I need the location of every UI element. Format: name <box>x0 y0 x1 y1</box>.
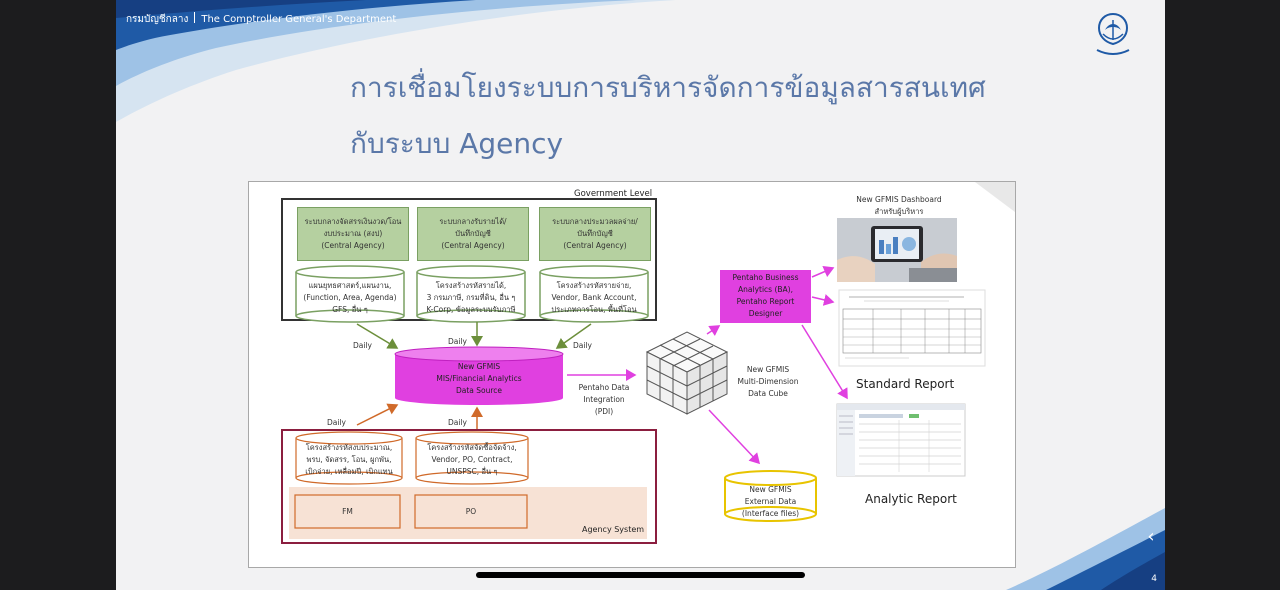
dashboard-caption: New GFMIS Dashboard สำหรับผู้บริหาร <box>847 194 951 218</box>
gov-cylinder-1-line3: GFS, อื่น ๆ <box>332 305 368 314</box>
gov-cylinder-3-line3: ประเภทการโอน, พื้นที่โอน <box>551 305 637 314</box>
header-decoration <box>116 0 1165 590</box>
gov-cylinder-1-text: แผนยุทธศาสตร์,แผนงาน, (Function, Area, A… <box>296 280 404 316</box>
gov-cylinder-2-line2: 3 กรมภาษี, กรมที่ดิน, อื่น ๆ <box>426 293 516 302</box>
data-cube-icon <box>645 331 729 415</box>
gov-cylinder-2-line1: โครงสร้างรหัสรายได้, <box>435 281 507 290</box>
agency-cylinder-2-line2: Vendor, PO, Contract, <box>431 455 513 464</box>
gov-cylinder-1 <box>295 265 405 323</box>
agency-system-label: Agency System <box>582 525 645 534</box>
data-cube-label: New GFMIS Multi-Dimension Data Cube <box>735 364 801 400</box>
data-cube-label-line1: New GFMIS <box>746 365 790 374</box>
architecture-diagram: Government Level ระบบกลางจัดสรรเงินงวด/โ… <box>248 181 1016 568</box>
dashboard-caption-line1: New GFMIS Dashboard <box>856 195 942 204</box>
central-system-2-line3: (Central Agency) <box>441 241 505 250</box>
gfmis-source-line2: MIS/Financial Analytics <box>436 374 522 383</box>
gov-cylinder-3-text: โครงสร้างรหัสรายจ่าย, Vendor, Bank Accou… <box>540 280 648 316</box>
central-system-3-line2: บันทึกบัญชี <box>577 229 613 238</box>
gov-cylinder-3-line1: โครงสร้างรหัสรายจ่าย, <box>556 281 632 290</box>
dashboard-tablet-image <box>837 218 957 282</box>
gov-cylinder-2-text: โครงสร้างรหัสรายได้, 3 กรมภาษี, กรมที่ดิ… <box>417 280 525 316</box>
department-logo-icon <box>1096 12 1130 55</box>
gov-cylinder-2-line3: K-Corp, ข้อมูลระบบรับภาษี <box>426 305 516 314</box>
slide-title-line2: กับระบบ Agency <box>350 127 564 160</box>
daily-label-3: Daily <box>573 341 592 350</box>
department-header: กรมบัญชีกลาง The Comptroller General's De… <box>126 12 396 27</box>
fm-module-label: FM <box>342 507 353 516</box>
central-system-3-line1: ระบบกลางประมวลผลจ่าย/ <box>552 217 638 226</box>
standard-report-label: Standard Report <box>856 377 955 391</box>
pentaho-ba-line4: Designer <box>748 309 783 318</box>
agency-cylinder-2-line3: UNSPSC, อื่น ๆ <box>446 467 498 476</box>
agency-cylinder-1-line1: โครงสร้างรหัสงบประมาณ, <box>305 443 393 452</box>
agency-cylinder-1 <box>295 431 403 485</box>
po-module-box <box>414 494 528 529</box>
central-system-2-line1: ระบบกลางรับรายได้/ <box>439 217 507 226</box>
agency-cylinder-1-line2: พรบ, จัดสรร, โอน, ผูกพัน, <box>306 455 392 464</box>
gov-cylinder-1-line1: แผนยุทธศาสตร์,แผนงาน, <box>308 281 392 290</box>
collapse-chevron-left-icon[interactable]: ‹ <box>1147 526 1155 547</box>
gov-cylinder-3-line2: Vendor, Bank Account, <box>551 293 637 302</box>
gfmis-source-line3: Data Source <box>455 386 503 395</box>
gfmis-source-text: New GFMIS MIS/Financial Analytics Data S… <box>395 361 563 397</box>
data-cube-label-line2: Multi-Dimension <box>737 377 799 386</box>
gov-cylinder-1-line2: (Function, Area, Agenda) <box>303 293 397 302</box>
department-name-thai: กรมบัญชีกลาง <box>126 14 189 25</box>
pentaho-ba-line2: Analytics (BA), <box>738 285 793 294</box>
central-system-2-box: ระบบกลางรับรายได้/ บันทึกบัญชี (Central … <box>417 207 529 261</box>
analytic-report-label: Analytic Report <box>865 492 957 506</box>
agency-cylinder-2-text: โครงสร้างรหัสจัดซื้อจัดจ้าง, Vendor, PO,… <box>416 442 528 478</box>
central-system-1-line1: ระบบกลางจัดสรรเงินงวด/โอน <box>304 217 402 226</box>
pdi-line1: Pentaho Data <box>578 383 630 392</box>
agency-cylinder-1-text: โครงสร้างรหัสงบประมาณ, พรบ, จัดสรร, โอน,… <box>296 442 402 478</box>
daily-label-5: Daily <box>448 418 467 427</box>
central-system-2-line2: บันทึกบัญชี <box>455 229 491 238</box>
header-separator <box>194 12 196 23</box>
department-name-english: The Comptroller General's Department <box>201 14 397 25</box>
po-module-label: PO <box>465 507 477 516</box>
central-system-1-box: ระบบกลางจัดสรรเงินงวด/โอน งบประมาณ (สงป)… <box>297 207 409 261</box>
external-data-cylinder <box>724 470 817 522</box>
data-cube-label-line3: Data Cube <box>748 389 788 398</box>
analytic-report-screenshot-image <box>836 403 966 477</box>
external-data-line3: (Interface files) <box>741 509 800 518</box>
pentaho-ba-box <box>720 270 811 323</box>
slide-title-line1: การเชื่อมโยงระบบการบริหารจัดการข้อมูลสาร… <box>350 71 986 104</box>
daily-label-4: Daily <box>327 418 346 427</box>
pdi-label: Pentaho Data Integration (PDI) <box>574 382 634 418</box>
agency-cylinder-2-line1: โครงสร้างรหัสจัดซื้อจัดจ้าง, <box>427 443 517 452</box>
gfmis-source-cylinder <box>394 346 564 405</box>
standard-report-table-image <box>838 289 986 367</box>
fm-module-box <box>294 494 401 529</box>
pentaho-ba-text: Pentaho Business Analytics (BA), Pentaho… <box>720 272 811 320</box>
external-data-line1: New GFMIS <box>749 485 792 494</box>
agency-system-frame <box>281 429 657 544</box>
central-system-3-line3: (Central Agency) <box>563 241 627 250</box>
agency-cylinder-1-line3: เบิกจ่าย, เหลื่อมปี, เบิกแทน <box>305 467 393 476</box>
central-system-1-line2: งบประมาณ (สงป) <box>323 229 383 238</box>
slide: กรมบัญชีกลาง The Comptroller General's De… <box>116 0 1165 590</box>
diagram-graphics <box>281 182 1015 544</box>
agency-modules-area <box>289 487 647 539</box>
external-data-text: New GFMIS External Data (Interface files… <box>725 484 816 520</box>
daily-label-2: Daily <box>448 337 467 346</box>
slide-page-number: 4 <box>1151 574 1157 584</box>
central-system-1-line3: (Central Agency) <box>321 241 385 250</box>
central-system-3-box: ระบบกลางประมวลผลจ่าย/ บันทึกบัญชี (Centr… <box>539 207 651 261</box>
gov-cylinder-3 <box>539 265 649 323</box>
government-level-label: Government Level <box>574 189 653 199</box>
pentaho-ba-line1: Pentaho Business <box>732 273 799 282</box>
pentaho-ba-line3: Pentaho Report <box>736 297 795 306</box>
home-indicator-bar[interactable] <box>476 572 805 578</box>
daily-label-1: Daily <box>353 341 372 350</box>
agency-cylinder-2 <box>415 431 529 485</box>
pdi-line2: Integration (PDI) <box>583 395 625 416</box>
dashboard-caption-line2: สำหรับผู้บริหาร <box>874 207 924 216</box>
external-data-line2: External Data <box>744 497 797 506</box>
gov-cylinder-2 <box>416 265 526 323</box>
gfmis-source-line1: New GFMIS <box>457 362 501 371</box>
